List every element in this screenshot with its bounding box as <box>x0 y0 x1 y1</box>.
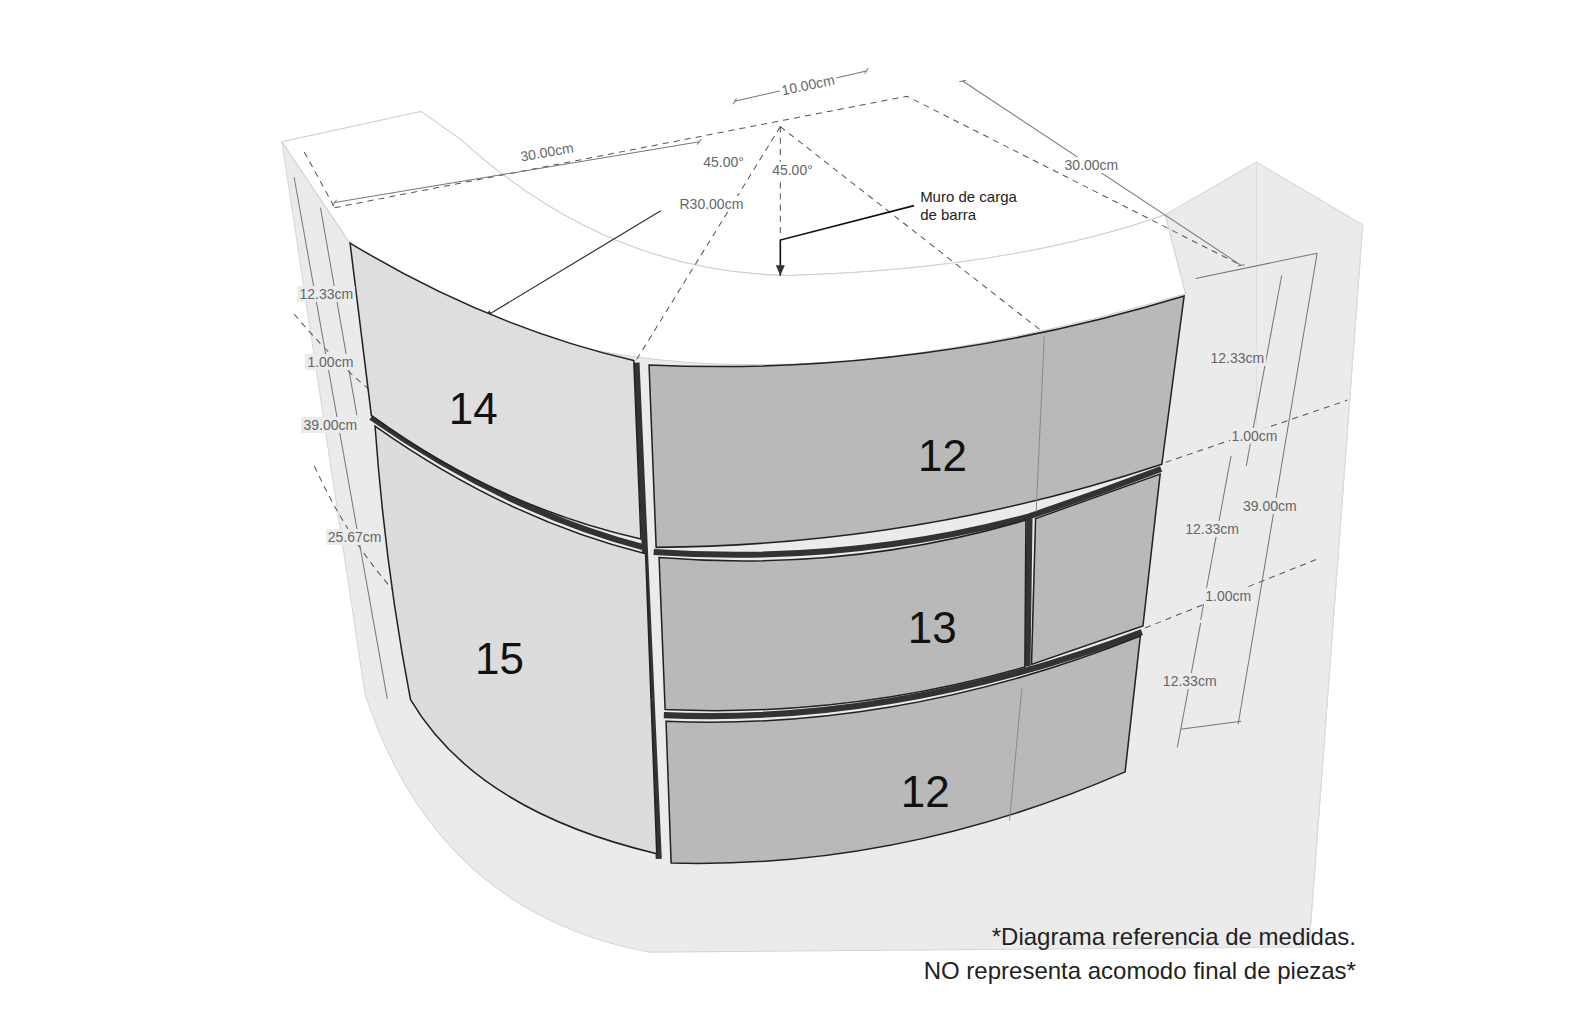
piece-number: 12 <box>901 770 950 814</box>
panel-piece: 15 <box>371 422 661 858</box>
note-text: NO representa acomodo final de piezas* <box>922 957 1358 985</box>
dimension-label: 30.00cm <box>1063 157 1121 173</box>
dimension-label: 30.00cm <box>517 139 577 165</box>
dimension-label: 25.67cm <box>326 529 384 545</box>
panel-outline <box>645 292 1188 552</box>
dimension-label: 1.00cm <box>1230 428 1280 444</box>
piece-number: 15 <box>475 637 524 681</box>
illustration-part <box>1155 400 1347 466</box>
callout-label: Muro de carga de barra <box>918 188 1034 223</box>
illustration-part <box>304 152 334 208</box>
illustration-part <box>963 81 1242 265</box>
note-text: *Diagrama referencia de medidas. <box>990 924 1358 952</box>
panel-outline <box>662 632 1144 869</box>
dimension-label: 12.33cm <box>1183 521 1241 537</box>
dimension-label: 10.00cm <box>778 71 838 99</box>
panel-shape <box>649 296 1184 547</box>
panel-seam <box>1009 689 1021 821</box>
illustration-part <box>780 206 914 276</box>
illustration-part <box>1196 253 1318 278</box>
panel-seam <box>1036 336 1044 511</box>
illustration-part <box>485 211 661 317</box>
panel-shape <box>666 636 1140 863</box>
dimension-label: 12.33cm <box>1161 673 1219 689</box>
panel-piece: 13 <box>655 515 1030 716</box>
illustration-part <box>335 96 1242 265</box>
illustration-part <box>735 71 867 101</box>
panel-shape <box>375 426 657 854</box>
piece-number: 12 <box>918 434 967 478</box>
illustration-part <box>282 111 1363 952</box>
dimension-label: 45.00° <box>770 162 815 178</box>
illustration-part <box>1180 721 1241 729</box>
panel-outline <box>655 515 1030 716</box>
dimension-label: 39.00cm <box>302 417 360 433</box>
illustration-part <box>1145 559 1317 628</box>
panel-shape <box>659 520 1026 711</box>
illustration-part <box>780 127 1045 335</box>
panel-piece: 12 <box>662 632 1144 869</box>
illustration-part <box>1027 519 1029 667</box>
dimension-label: 12.33cm <box>297 286 355 302</box>
dimension-label: R30.00cm <box>677 196 745 212</box>
illustration-part <box>294 177 387 699</box>
dimension-label: 39.00cm <box>1241 498 1299 514</box>
dimension-label: 1.00cm <box>305 354 355 370</box>
illustration-part <box>1238 253 1317 724</box>
illustration-part <box>633 127 780 365</box>
illustration-part <box>780 127 781 233</box>
piece-number: 13 <box>908 606 957 650</box>
illustration-part <box>320 208 356 416</box>
dimension-label: 45.00° <box>701 154 746 170</box>
piece-number: 14 <box>449 387 498 431</box>
dimension-label: 1.00cm <box>1203 588 1253 604</box>
dimension-label: 12.33cm <box>1208 350 1266 366</box>
panel-piece: 12 <box>645 292 1188 552</box>
